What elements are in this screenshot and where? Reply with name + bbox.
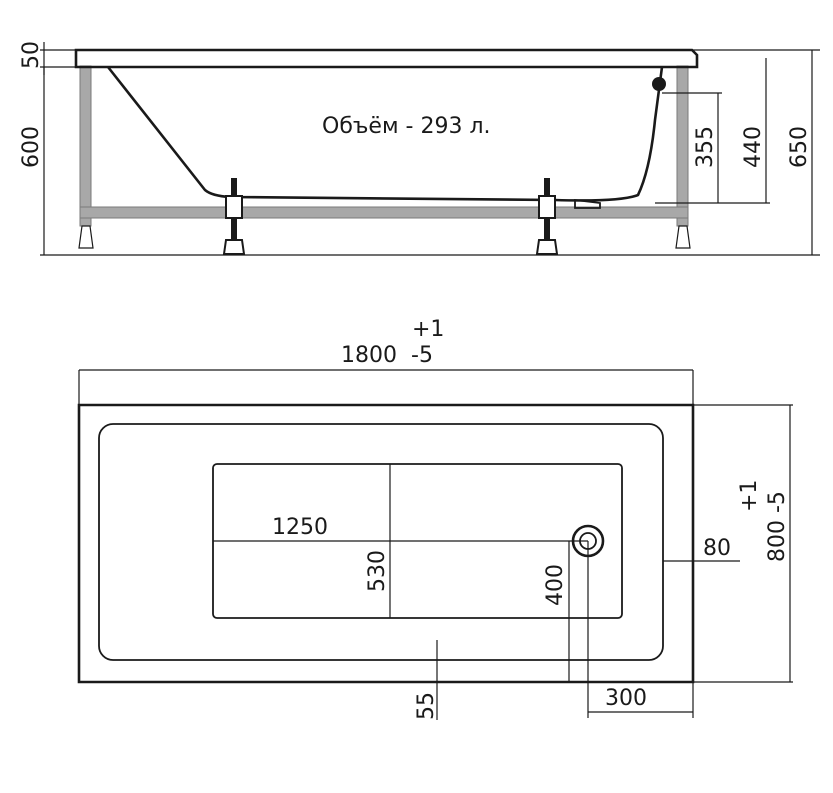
drain-offset-x-label: 300 xyxy=(605,686,647,711)
volume-label: Объём - 293 л. xyxy=(322,114,491,139)
tub-body xyxy=(106,66,664,202)
drain-outlet xyxy=(574,198,601,209)
inner-length-label: 1250 xyxy=(272,515,328,540)
inner-tub-outline xyxy=(98,423,664,661)
frame-leg-left xyxy=(79,65,92,227)
side-view xyxy=(40,42,820,256)
edge-offset-label: 80 xyxy=(703,536,731,561)
width-main-label: 800 -5 xyxy=(765,491,790,562)
support-leg-right xyxy=(535,178,559,255)
inner-width-label: 530 xyxy=(365,550,390,592)
frame-bottom-bar xyxy=(79,206,689,219)
length-tolerance-plus: +1 xyxy=(412,317,444,342)
frame-leg-right xyxy=(676,65,689,227)
top-dimension-lines xyxy=(78,369,793,720)
overflow-hole xyxy=(652,77,666,91)
dim-total-height-label: 650 xyxy=(787,126,812,168)
dim-frame-height-label: 600 xyxy=(19,126,44,168)
top-view xyxy=(77,369,793,720)
outer-rim xyxy=(77,403,695,684)
length-tolerance-minus: -5 xyxy=(411,343,433,368)
dim-rim-label: 50 xyxy=(19,41,44,69)
side-dimension-lines xyxy=(40,42,820,256)
width-tolerance-plus: +1 xyxy=(737,480,762,512)
support-leg-left xyxy=(222,178,246,255)
tub-rim xyxy=(74,48,699,69)
frame-foot-left xyxy=(78,225,94,249)
dim-overflow-label: 440 xyxy=(741,126,766,168)
length-main-label: 1800 xyxy=(341,343,397,368)
rim-width-label: 55 xyxy=(414,692,439,720)
dim-depth-label: 355 xyxy=(693,126,718,168)
drain-offset-y-label: 400 xyxy=(543,564,568,606)
frame-foot-right xyxy=(675,225,691,249)
